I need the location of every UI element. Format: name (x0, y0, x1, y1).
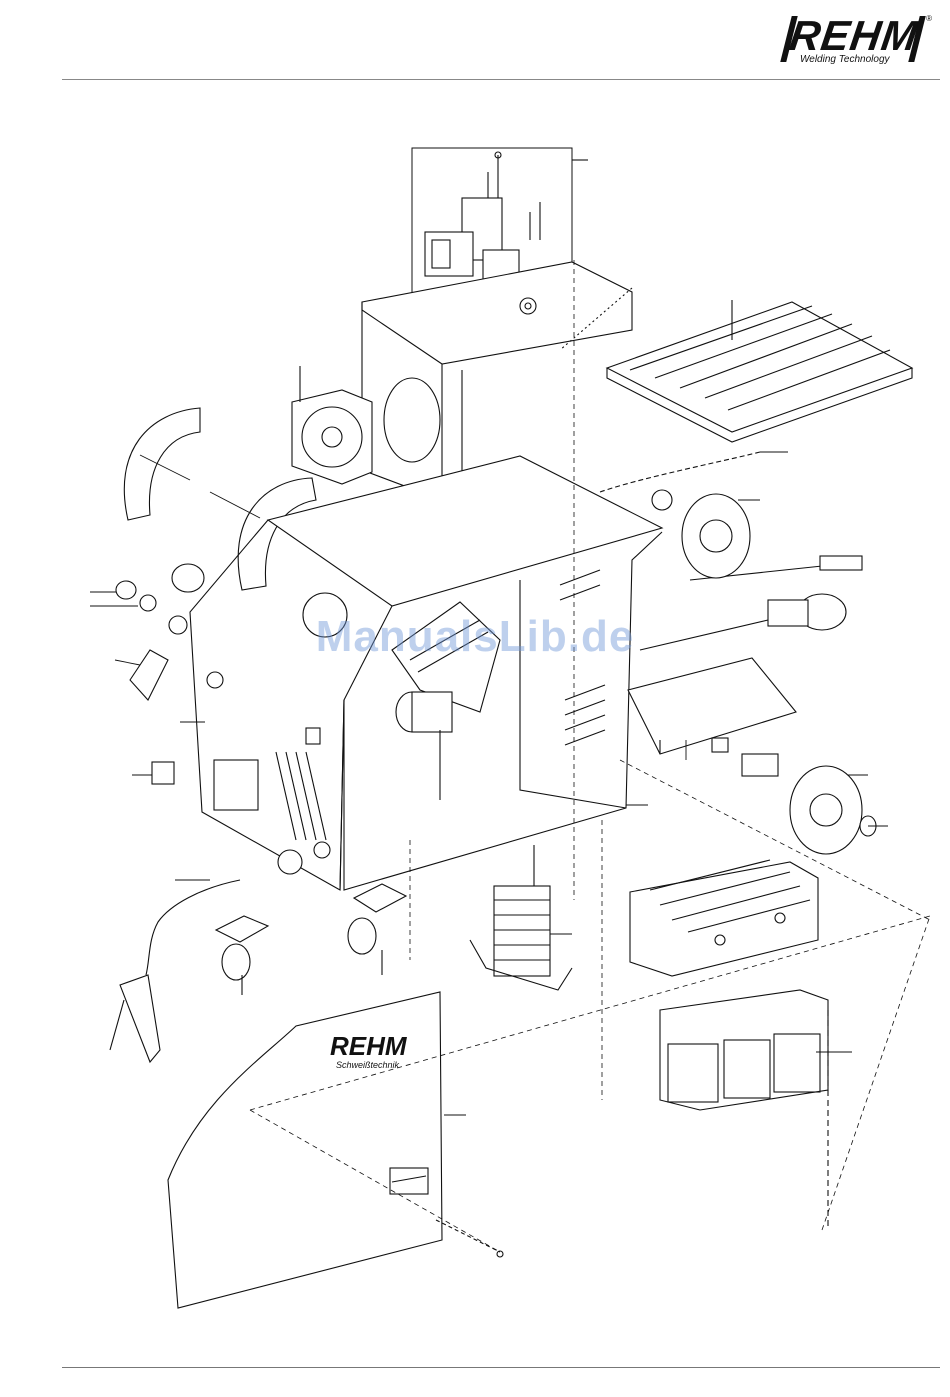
panel-logo-tagline: Schweißtechnik (336, 1060, 400, 1070)
panel-logo-name: REHM (330, 1031, 408, 1061)
footer-rule (62, 1367, 940, 1368)
